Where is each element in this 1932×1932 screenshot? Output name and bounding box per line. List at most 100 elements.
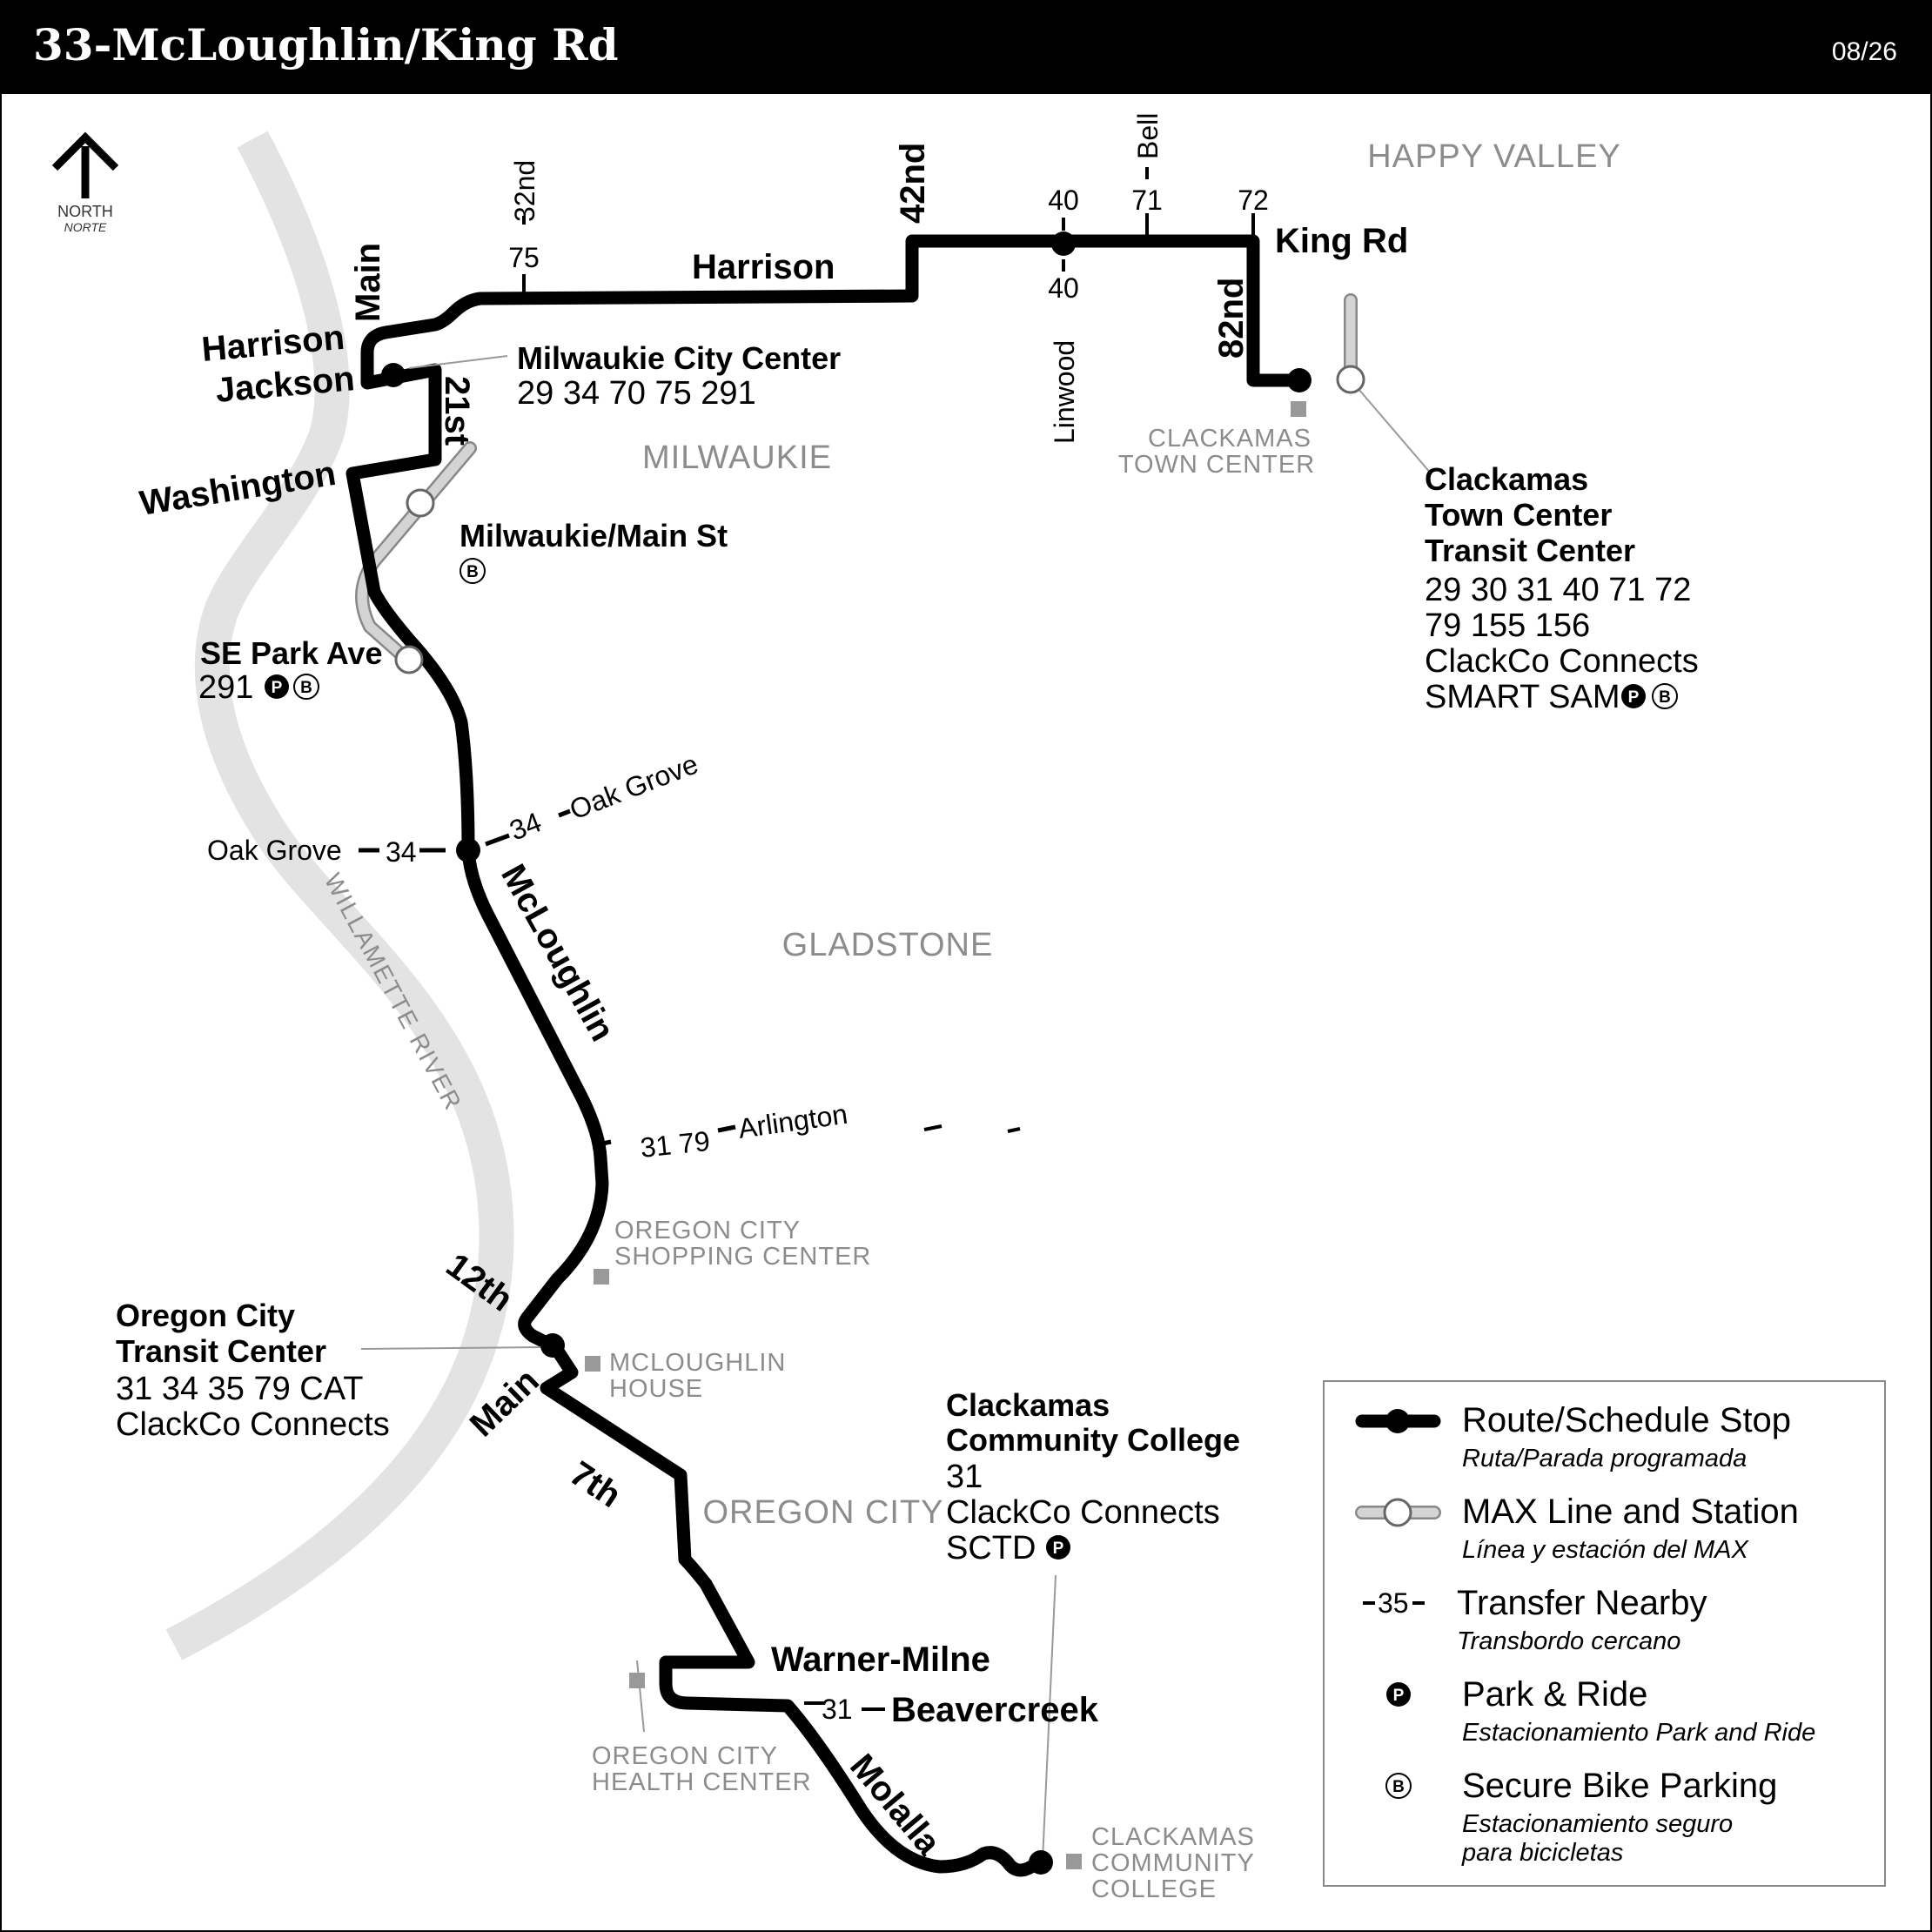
stop-name-line-2: Community College [946,1422,1240,1458]
stop-routes-line-2: ClackCo Connects [946,1494,1220,1531]
area-gladstone: GLADSTONE [782,927,994,963]
stop-name-line-3: Transit Center [1425,533,1635,568]
stop-name-line-1: Oregon City [116,1298,295,1333]
area-happy-valley: HAPPY VALLEY [1367,138,1621,175]
landmark-line-2: SHOPPING CENTER [614,1243,871,1271]
bike-symbol: B [1659,688,1671,707]
landmark-line-2: TOWN CENTER [1118,451,1315,479]
street-21st: 21st [438,376,476,446]
bike-parking-icon [1652,683,1678,709]
landmark-line-1: CLACKAMAS [1148,425,1311,453]
street-42nd: 42nd [894,143,932,224]
stop-routes-line-4: SMART SAM [1425,679,1620,715]
stop-name-line-2: Town Center [1425,497,1612,533]
map-date: 08/26 [1831,37,1897,66]
stop-routes-line-3: ClackCo Connects [1425,643,1699,680]
route-title: 33-McLoughlin/King Rd [33,19,619,70]
street-arlington: Arlington [736,1098,849,1144]
transfer-34-west: 34 [386,836,417,868]
stop-name: Milwaukie City Center [517,340,841,376]
landmark-markers [585,401,1306,1869]
willamette-river [165,131,514,1660]
legend-bike-icon [1385,1773,1412,1799]
street-7th: 7th [563,1454,627,1515]
park-ride-icon [1621,684,1646,708]
transfer-75: 75 [508,242,540,273]
stop-name-line-2: Transit Center [116,1333,326,1369]
landmark-line-2: HEALTH CENTER [592,1768,812,1796]
legend-park-ride-label: Park & Ride [1462,1675,1647,1714]
stop-routes-line-3: SCTD [946,1530,1036,1566]
stop-routes-line-1: 29 30 31 40 71 72 [1425,572,1691,608]
landmark-line-1: OREGON CITY [614,1217,801,1244]
legend-bike-label: Secure Bike Parking [1462,1767,1777,1805]
stop-routes-line-1: 31 [946,1459,983,1495]
legend-route-label: Route/Schedule Stop [1462,1401,1791,1439]
landmark-line-1: OREGON CITY [592,1742,778,1770]
bike-symbol: B [466,563,479,581]
legend-bike-sublabel-2: para bicicletas [1461,1839,1623,1867]
transfer-31: 31 [822,1694,853,1725]
park-symbol: P [1628,688,1640,707]
area-milwaukie: MILWAUKIE [642,439,832,476]
river-label: WILLAMETTE RIVER [319,869,467,1115]
stop-oregon-city-tc: Oregon City Transit Center 31 34 35 79 C… [116,1298,390,1443]
stop-name: Milwaukie/Main St [460,518,728,553]
street-oak-grove-west: Oak Grove [207,835,342,866]
legend-transfer-sublabel: Transbordo cercano [1457,1627,1680,1655]
street-main-north: Main [349,243,387,322]
landmark-clackamas-town-center: CLACKAMAS TOWN CENTER [1118,425,1315,479]
transfer-ticks [522,167,1255,1711]
leader-lines [360,355,1432,1862]
landmark-line-2: COMMUNITY [1091,1849,1255,1877]
landmark-line-1: CLACKAMAS [1091,1823,1255,1851]
landmark-ccc-campus: CLACKAMAS COMMUNITY COLLEGE [1091,1823,1255,1903]
landmark-oc-health-center: OREGON CITY HEALTH CENTER [592,1742,812,1796]
stop-milwaukie-city-center: Milwaukie City Center 29 34 70 75 291 [517,340,841,412]
stop-se-park-ave: SE Park Ave 291 P B [198,635,382,706]
stop-name-line-1: Clackamas [1425,461,1588,497]
transfer-40-south: 40 [1048,272,1079,304]
legend: Route/Schedule Stop Ruta/Parada programa… [1323,1380,1886,1887]
legend-transfer-label: Transfer Nearby [1457,1584,1707,1622]
legend-park-symbol: P [1393,1687,1405,1705]
landmark-line-2: HOUSE [609,1375,703,1403]
bike-symbol: B [300,679,312,697]
transfer-31-79: 31 79 [639,1125,711,1164]
landmark-line-1: MCLOUGHLIN [609,1349,786,1377]
stop-name: SE Park Ave [200,635,382,671]
legend-stop-icon [1385,1409,1410,1433]
stop-routes: 291 [198,669,253,706]
stop-milwaukie-main-st: Milwaukie/Main St B [460,518,728,584]
street-bell: Bell [1132,113,1164,159]
legend-box [1323,1380,1886,1887]
north-label: NORTH [57,203,113,220]
stop-routes-line-2: 79 155 156 [1425,607,1590,644]
legend-bike-sublabel-1: Estacionamiento seguro [1462,1810,1733,1838]
legend-route-sublabel: Ruta/Parada programada [1462,1445,1747,1472]
street-linwood: Linwood [1049,340,1080,444]
area-oregon-city: OREGON CITY [702,1494,943,1531]
header-bar: 33-McLoughlin/King Rd 08/26 [0,0,1932,94]
stop-clackamas-town-center-tc: Clackamas Town Center Transit Center 29 … [1425,461,1699,715]
transfer-34-east: 34 [506,806,546,846]
street-beavercreek: Beavercreek [891,1691,1099,1729]
stop-markers [381,231,1365,1875]
park-symbol: P [1053,1540,1064,1558]
stop-routes: 29 34 70 75 291 [517,375,756,412]
landmark-line-3: COLLEGE [1091,1875,1217,1903]
street-warner-milne: Warner-Milne [771,1640,990,1679]
street-king-rd: King Rd [1275,222,1408,260]
stop-routes-line-2: ClackCo Connects [116,1406,390,1443]
max-line-south-fill [357,443,475,667]
landmark-mcloughlin-house: MCLOUGHLIN HOUSE [609,1349,786,1403]
park-symbol: P [272,679,283,697]
street-32nd: 32nd [509,160,540,222]
transfer-71: 71 [1131,184,1163,216]
street-washington: Washington [138,454,339,523]
landmark-oc-shopping-center: OREGON CITY SHOPPING CENTER [614,1217,871,1271]
bike-parking-icon [460,558,486,584]
legend-bike-symbol: B [1392,1778,1405,1796]
